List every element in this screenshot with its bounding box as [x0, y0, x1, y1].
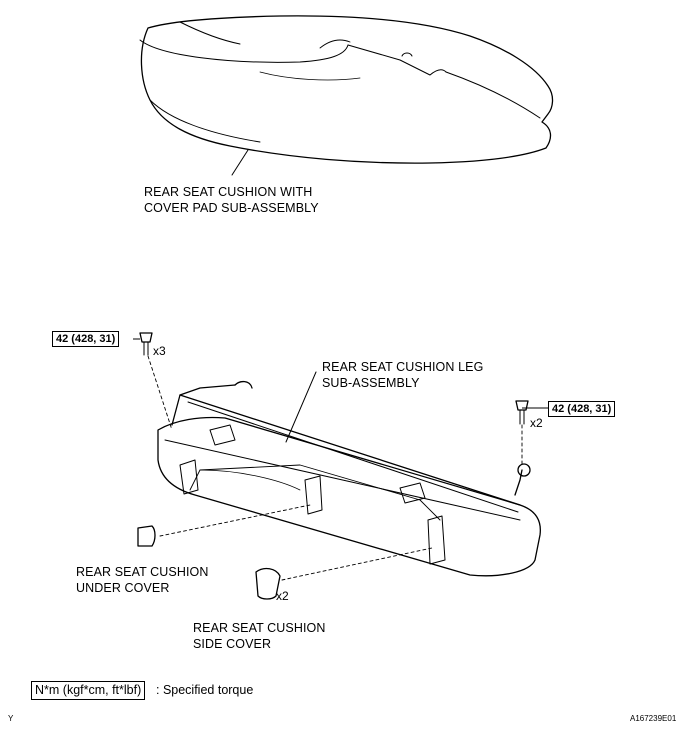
leg-label-line2: SUB-ASSEMBLY [322, 376, 420, 390]
under-cover-label-line1: REAR SEAT CUSHION [76, 565, 209, 579]
torque-right-box: 42 (428, 31) [548, 401, 616, 417]
torque-right-qty: x2 [530, 416, 543, 430]
under-cover-label: REAR SEAT CUSHION UNDER COVER [76, 564, 209, 596]
leg-label: REAR SEAT CUSHION LEG SUB-ASSEMBLY [322, 359, 483, 391]
under-cover-label-line2: UNDER COVER [76, 581, 170, 595]
leg-label-line1: REAR SEAT CUSHION LEG [322, 360, 484, 374]
side-cover-label-line1: REAR SEAT CUSHION [193, 621, 326, 635]
side-cover-part [255, 567, 281, 600]
cushion-leg-part [157, 380, 541, 577]
torque-left-box: 42 (428, 31) [52, 331, 120, 347]
side-cover-label-line2: SIDE COVER [193, 637, 272, 651]
bolt-left [139, 332, 153, 356]
bolt-right [515, 400, 529, 425]
legend-unit-box: N*m (kgf*cm, ft*lbf) [31, 681, 146, 700]
cushion-pad-label: REAR SEAT CUSHION WITH COVER PAD SUB-ASS… [144, 184, 319, 216]
cushion-pad-label-line2: COVER PAD SUB-ASSEMBLY [144, 201, 319, 215]
figure-id: A167239E01 [630, 714, 677, 723]
side-cover-qty: x2 [276, 589, 289, 603]
torque-left-qty: x3 [153, 344, 166, 358]
legend-description: : Specified torque [156, 683, 254, 697]
corner-mark-left: Y [8, 714, 14, 723]
cushion-pad-part [139, 15, 554, 164]
side-cover-label: REAR SEAT CUSHION SIDE COVER [193, 620, 326, 652]
cushion-pad-label-line1: REAR SEAT CUSHION WITH [144, 185, 313, 199]
under-cover-part [137, 525, 156, 547]
